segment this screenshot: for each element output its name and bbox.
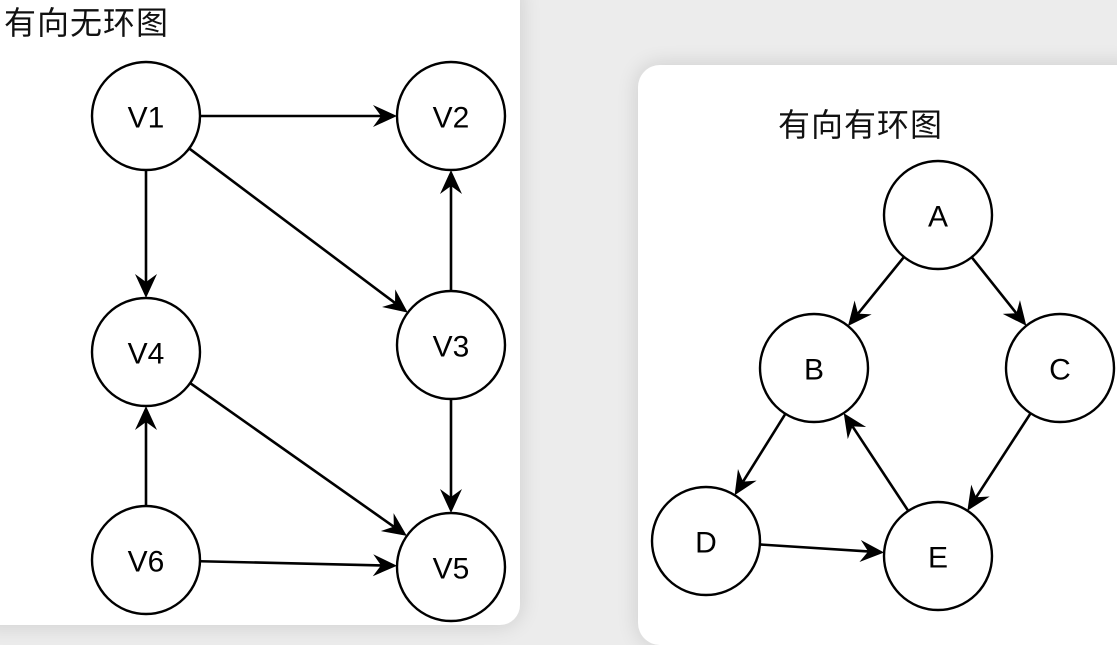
edge-line <box>741 413 787 483</box>
edge-V3-to-V5 <box>440 399 462 513</box>
arrowhead-icon <box>372 554 398 577</box>
node-label: V5 <box>433 553 470 586</box>
node-V5: V5 <box>395 511 507 623</box>
edge-V3-to-V2 <box>440 170 462 291</box>
node-B: B <box>758 312 870 424</box>
edge-line <box>851 425 910 512</box>
node-V3: V3 <box>395 289 507 401</box>
node-circle <box>650 485 762 597</box>
node-V6: V6 <box>90 504 202 616</box>
node-label: C <box>1049 354 1071 387</box>
node-E: E <box>882 500 994 612</box>
arrowhead-icon <box>859 539 885 562</box>
node-circle <box>395 511 507 623</box>
edge-line <box>857 256 906 315</box>
arrowhead-icon <box>440 489 462 513</box>
node-circle <box>395 289 507 401</box>
edge-V1-to-V3 <box>188 147 408 313</box>
dag-title: 有向无环图 <box>4 4 170 42</box>
edge-line <box>188 147 396 305</box>
edge-E-to-B <box>843 413 910 512</box>
arrowhead-icon <box>135 274 157 298</box>
arrowhead-icon <box>1002 300 1027 326</box>
edge-A-to-C <box>970 256 1027 326</box>
arrowhead-icon <box>440 170 462 194</box>
node-circle <box>758 312 870 424</box>
node-label: V6 <box>128 546 165 579</box>
node-label: A <box>928 201 948 234</box>
edge-V6-to-V4 <box>135 406 157 506</box>
edge-V1-to-V4 <box>135 170 157 298</box>
node-V4: V4 <box>90 296 202 408</box>
node-label: B <box>804 354 824 387</box>
edge-line <box>970 256 1018 315</box>
node-V1: V1 <box>90 60 202 172</box>
edge-A-to-B <box>848 256 906 327</box>
arrowhead-icon <box>967 484 990 511</box>
node-label: E <box>928 542 948 575</box>
node-A: A <box>882 159 994 271</box>
edge-D-to-E <box>759 539 885 562</box>
node-circle <box>882 159 994 271</box>
arrowhead-icon <box>373 105 397 127</box>
edge-line <box>759 543 869 553</box>
node-circle <box>395 60 507 172</box>
edge-line <box>199 559 382 567</box>
arrowhead-icon <box>380 513 407 536</box>
arrowhead-icon <box>734 469 757 496</box>
node-label: V4 <box>128 338 165 371</box>
node-label: D <box>695 527 717 560</box>
node-D: D <box>650 485 762 597</box>
edge-line <box>975 412 1032 498</box>
node-circle <box>1004 312 1116 424</box>
edge-V1-to-V2 <box>200 105 397 127</box>
edge-V4-to-V5 <box>189 382 407 536</box>
node-circle <box>90 504 202 616</box>
arrowhead-icon <box>382 289 408 313</box>
edge-V6-to-V5 <box>199 554 398 577</box>
edge-B-to-D <box>734 413 787 496</box>
arrowhead-icon <box>135 406 157 430</box>
node-label: V3 <box>433 331 470 364</box>
node-label: V1 <box>128 102 165 135</box>
node-circle <box>882 500 994 612</box>
edge-C-to-E <box>967 412 1032 511</box>
node-label: V2 <box>433 102 470 135</box>
node-C: C <box>1004 312 1116 424</box>
arrowhead-icon <box>843 413 867 440</box>
edge-line <box>189 382 395 528</box>
node-circle <box>90 60 202 172</box>
node-circle <box>90 296 202 408</box>
node-V2: V2 <box>395 60 507 172</box>
arrowhead-icon <box>848 300 872 327</box>
cyclic-graph-title: 有向有环图 <box>778 106 944 144</box>
